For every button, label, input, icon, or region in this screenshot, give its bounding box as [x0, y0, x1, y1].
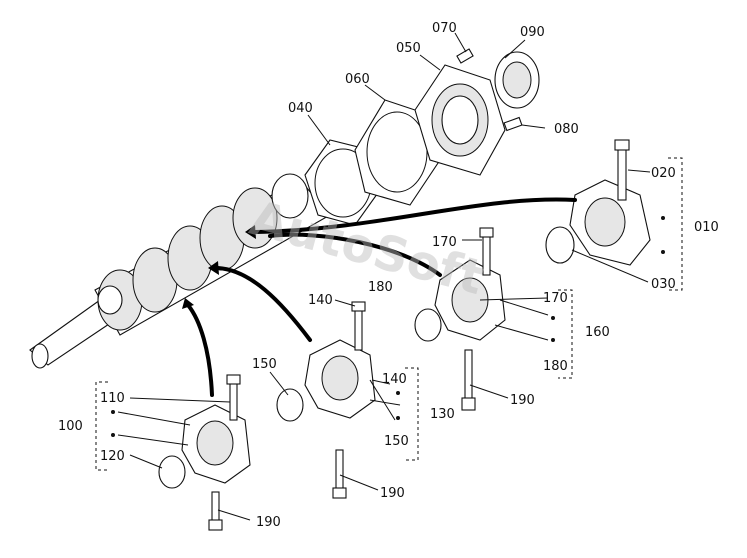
bushing-160: [414, 308, 442, 342]
label-080: 080: [554, 122, 579, 137]
bolt-110: [226, 374, 241, 421]
label-050: 050: [396, 41, 421, 56]
label-180-right: 180: [543, 359, 568, 374]
label-190-right: 190: [510, 393, 535, 408]
label-140-top: 140: [308, 293, 333, 308]
bolt-190-left: [208, 491, 223, 531]
bearing-case-100: [181, 404, 251, 484]
label-020: 020: [651, 166, 676, 181]
bearing-case-160: [434, 259, 506, 341]
leader-dots: [111, 216, 665, 437]
bolt-170: [479, 227, 494, 276]
label-030: 030: [651, 277, 676, 292]
label-150-right: 150: [384, 434, 409, 449]
label-060: 060: [345, 72, 370, 87]
screw-070: [456, 48, 474, 64]
bushing-150: [276, 388, 304, 422]
bolt-020: [614, 139, 630, 201]
label-190-left: 190: [256, 515, 281, 530]
label-040: 040: [288, 101, 313, 116]
label-120: 120: [100, 449, 125, 464]
bushing-120: [158, 455, 186, 489]
label-070: 070: [432, 21, 457, 36]
bolt-190-middle: [332, 449, 347, 499]
label-090: 090: [520, 25, 545, 40]
label-180-center: 180: [368, 280, 393, 295]
label-140-right: 140: [382, 372, 407, 387]
bearing-case-130: [304, 339, 376, 419]
bushing-030: [545, 226, 575, 264]
leader-lines: [117, 32, 651, 521]
label-110: 110: [100, 391, 125, 406]
label-190-middle: 190: [380, 486, 405, 501]
label-010: 010: [694, 220, 719, 235]
bearing-case-010: [569, 179, 651, 266]
bolt-140: [351, 301, 366, 351]
label-150-left: 150: [252, 357, 277, 372]
assembly-arrows: [182, 197, 577, 397]
oil-seal-090: [494, 51, 540, 109]
group-brackets: [95, 157, 683, 471]
screw-080: [503, 116, 523, 132]
crankshaft: [29, 173, 331, 369]
label-170-left: 170: [432, 235, 457, 250]
label-130: 130: [430, 407, 455, 422]
label-160: 160: [585, 325, 610, 340]
label-100: 100: [58, 419, 83, 434]
bolt-190-right: [461, 349, 476, 411]
housing-050: [414, 64, 506, 176]
label-170-right: 170: [543, 291, 568, 306]
